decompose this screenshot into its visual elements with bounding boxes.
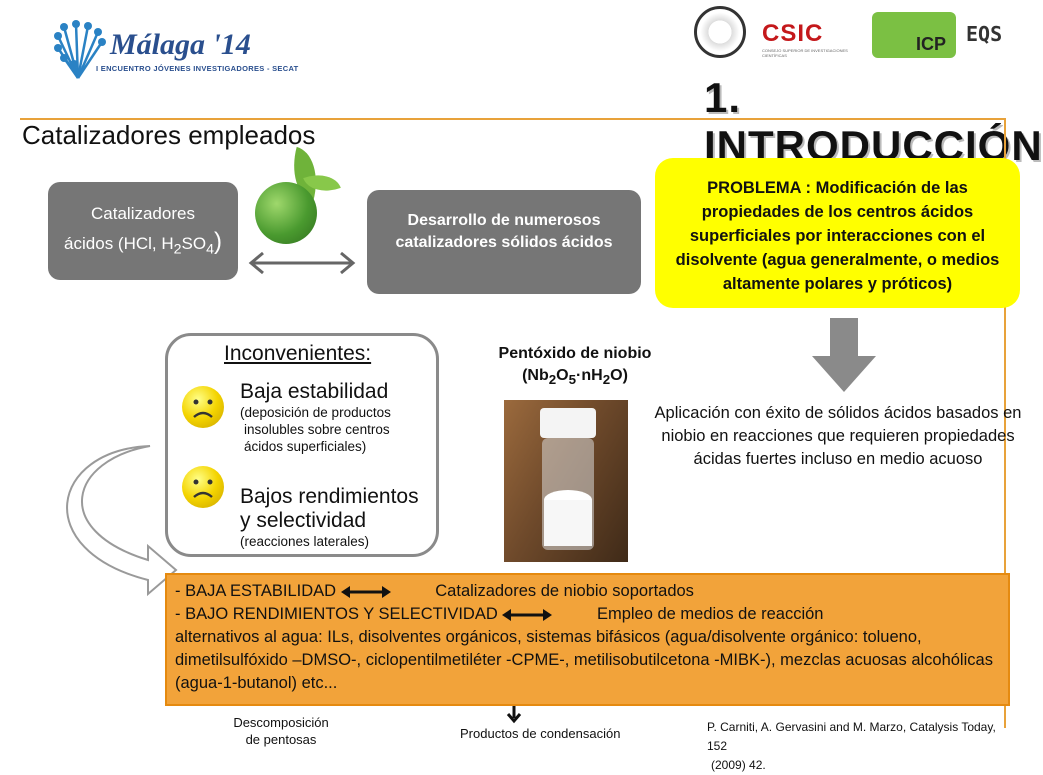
acid-catalysts-line1: Catalizadores: [91, 204, 195, 223]
double-arrow-icon: [340, 585, 391, 598]
csic-subtitle: CONSEJO SUPERIOR DE INVESTIGACIONES CIEN…: [762, 48, 848, 58]
problem-box: PROBLEMA : Modificación de las propiedad…: [655, 158, 1020, 308]
acid-catalysts-line2: ácidos (HCl, H2SO4): [64, 228, 222, 258]
double-arrow-icon: [502, 608, 553, 621]
csic-logo: CSIC CONSEJO SUPERIOR DE INVESTIGACIONES…: [762, 20, 862, 58]
event-subtitle: I ENCUENTRO JÓVENES INVESTIGADORES - SEC…: [96, 64, 299, 73]
solid-catalysts-box: Desarrollo de numerosos catalizadores só…: [367, 190, 641, 294]
university-seal-icon: [694, 6, 746, 58]
page-title: 1. INTRODUCCIÓN: [704, 74, 1043, 169]
application-text: Aplicación con éxito de sólidos ácidos b…: [654, 404, 1022, 468]
header-divider: [20, 118, 1004, 120]
sad-face-icon: [182, 386, 224, 428]
reference: P. Carniti, A. Gervasini and M. Marzo, C…: [707, 720, 996, 772]
icp-label: ICP: [916, 34, 947, 54]
eqs-label: EQS: [966, 22, 1003, 46]
curved-arrow-icon: [66, 445, 178, 597]
niobium-vial-photo: [504, 400, 628, 562]
drawbacks-box: [165, 333, 439, 557]
drawback-stability: Baja estabilidad (deposición de producto…: [240, 380, 391, 454]
event-name: Málaga '14: [110, 28, 251, 61]
sad-face-icon: [182, 466, 224, 508]
drawback-yield: Bajos rendimientos y selectividad (reacc…: [240, 485, 419, 549]
niobium-title: Pentóxido de niobio (Nb2O5·nH2O): [498, 345, 652, 388]
drawbacks-title: Inconvenientes:: [224, 342, 372, 365]
footer-pentose: Descomposición de pentosas: [233, 715, 329, 747]
section-title: Catalizadores empleados: [22, 120, 316, 150]
down-arrow-small-icon: [506, 706, 522, 724]
green-globe-icon: [255, 182, 317, 244]
double-arrow-icon: [248, 251, 356, 275]
down-arrow-icon: [812, 318, 876, 392]
malaga-logo-icon: [54, 20, 106, 79]
footer-condensation: Productos de condensación: [460, 726, 621, 741]
solution-row-yield: - BAJO RENDIMIENTOS Y SELECTIVIDAD Emple…: [175, 605, 824, 623]
solution-row-stability: - BAJA ESTABILIDAD Catalizadores de niob…: [175, 582, 694, 600]
icp-logo-icon: [872, 12, 956, 58]
solution-media-text: alternativos al agua: ILs, disolventes o…: [175, 628, 993, 692]
acid-catalysts-box: Catalizadores ácidos (HCl, H2SO4): [48, 182, 238, 280]
csic-label: CSIC: [762, 20, 824, 47]
solutions-box: - BAJA ESTABILIDAD Catalizadores de niob…: [165, 573, 1010, 706]
side-divider: [1004, 118, 1006, 728]
